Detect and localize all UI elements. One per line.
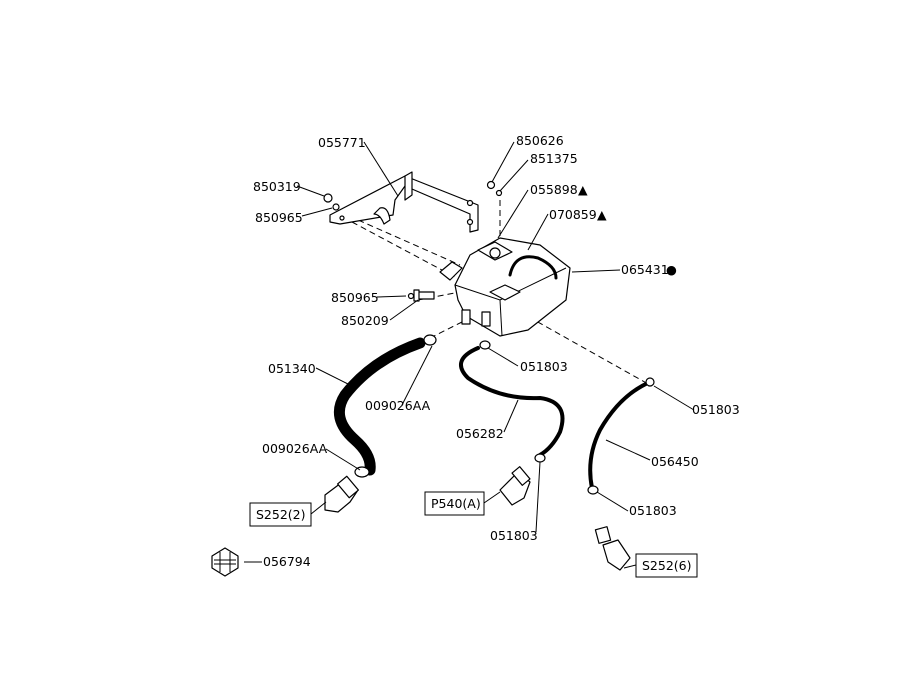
marker-triangle-070859: ▲	[597, 207, 607, 222]
hose-051340	[324, 334, 437, 513]
ref-label-s252-2: S252(2)	[256, 507, 306, 522]
label-850965-upper: 850965	[255, 210, 303, 225]
label-051340: 051340	[268, 361, 316, 376]
label-051803-upper: 051803	[520, 359, 568, 374]
bracket-part	[329, 171, 479, 233]
label-850209: 850209	[341, 313, 389, 328]
label-056282: 056282	[456, 426, 504, 441]
label-055898: 055898	[530, 182, 578, 197]
label-051803-lower-right: 051803	[629, 503, 677, 518]
label-056794: 056794	[263, 554, 311, 569]
label-009026aa-lower: 009026AA	[262, 441, 328, 456]
bolt-parts	[407, 289, 435, 302]
reference-boxes: S252(2) P540(A) S252(6)	[249, 491, 698, 578]
label-009026aa-upper: 009026AA	[365, 398, 431, 413]
label-070859: 070859	[549, 207, 597, 222]
pad-part	[211, 547, 239, 577]
ref-box-s252-6	[635, 553, 698, 578]
leader-lines	[244, 141, 695, 569]
label-055771: 055771	[318, 135, 366, 150]
label-850965-lower: 850965	[331, 290, 379, 305]
ref-label-p540a: P540(A)	[431, 496, 481, 511]
ref-box-s252-2	[249, 502, 312, 527]
ref-label-s252-6: S252(6)	[642, 558, 692, 573]
label-051803-bottom: 051803	[490, 528, 538, 543]
label-851375: 851375	[530, 151, 578, 166]
part-labels: 055771 850626 851375 850319 850965 05589…	[253, 133, 740, 569]
label-850319: 850319	[253, 179, 301, 194]
label-056450: 056450	[651, 454, 699, 469]
marker-triangle-055898: ▲	[578, 182, 588, 197]
hose-056450	[587, 377, 655, 571]
marker-dot-065431: ●	[666, 262, 677, 277]
label-051803-right: 051803	[692, 402, 740, 417]
reservoir-tank-part	[439, 237, 571, 337]
hose-056282	[458, 340, 565, 506]
ref-box-p540a	[424, 491, 485, 516]
label-065431: 065431	[621, 262, 669, 277]
label-850626: 850626	[516, 133, 564, 148]
nut-washer-parts	[323, 180, 503, 211]
